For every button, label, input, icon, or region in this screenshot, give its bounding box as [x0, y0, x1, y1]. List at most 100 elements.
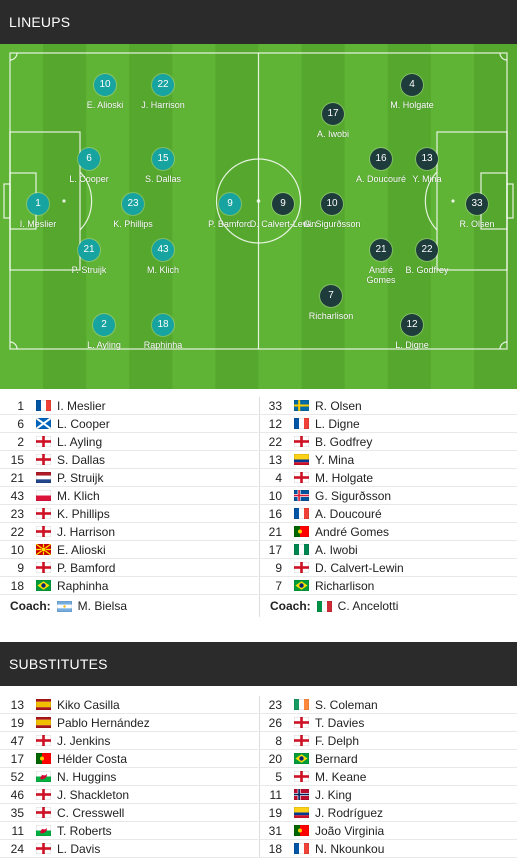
england-flag-icon	[294, 771, 309, 782]
player-name: T. Davies	[315, 715, 365, 730]
pitch-player-name: S. Dallas	[144, 174, 181, 184]
player-name: T. Roberts	[57, 823, 112, 838]
shirt-number-disc: 16	[370, 148, 392, 170]
pitch-player-name: André Gomes	[366, 265, 396, 285]
pitch-player-name: K. Phillips	[113, 219, 153, 229]
coach-name[interactable]: M. Bielsa	[77, 599, 128, 613]
pitch-player-name: Richarlison	[308, 311, 354, 321]
shirt-number: 19	[10, 715, 24, 730]
france-flag-icon	[294, 843, 309, 854]
player-name: L. Davis	[57, 841, 101, 856]
shirt-number: 52	[10, 769, 24, 784]
shirt-number: 17	[268, 542, 282, 557]
player-name: M. Klich	[57, 488, 100, 503]
shirt-number: 13	[268, 452, 282, 467]
wales-flag-icon	[36, 825, 51, 836]
argentina-flag-icon	[56, 600, 72, 612]
england-flag-icon	[36, 508, 51, 519]
portugal-flag-icon	[294, 526, 309, 537]
france-flag-icon	[294, 418, 309, 429]
player-name: J. King	[315, 787, 352, 802]
coach-label: Coach:	[10, 599, 51, 613]
player-name: Hélder Costa	[57, 751, 128, 766]
shirt-number: 9	[275, 560, 282, 575]
wales-flag-icon	[36, 771, 51, 782]
player-name: E. Alioski	[57, 542, 106, 557]
nigeria-flag-icon	[294, 544, 309, 555]
coach-name[interactable]: C. Ancelotti	[337, 599, 399, 613]
england-flag-icon	[36, 807, 51, 818]
pitch-player-name: I. Meslier	[19, 219, 57, 229]
england-flag-icon	[36, 562, 51, 573]
coach-row: Coach: M. Bielsa	[0, 595, 258, 617]
lineups-title: LINEUPS	[9, 14, 71, 30]
player-name: P. Bamford	[57, 560, 116, 575]
france-flag-icon	[36, 400, 51, 411]
player-name: K. Phillips	[57, 506, 110, 521]
